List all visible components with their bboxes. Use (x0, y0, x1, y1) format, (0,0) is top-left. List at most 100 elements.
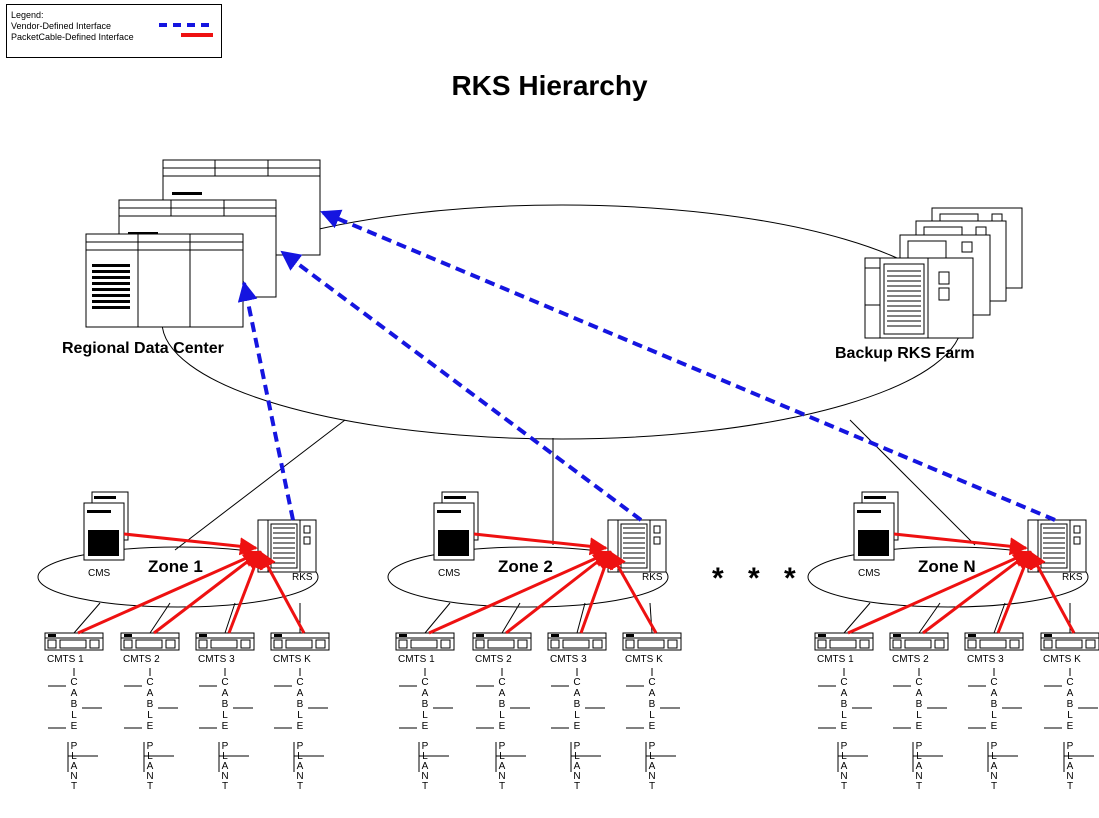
rks-server-button (653, 525, 661, 534)
backup-server-1 (864, 257, 974, 339)
cms-server-slot (864, 496, 886, 499)
cmts-label: CMTS K (625, 654, 663, 665)
cmts-ring-link (149, 602, 171, 634)
cmts-led (818, 634, 826, 637)
cms-server-slot (444, 496, 466, 499)
cmts-device (120, 632, 180, 651)
cmts-ring-link (501, 602, 521, 634)
cmts-port (817, 639, 827, 649)
vendor-link-zoneN-rks (320, 209, 1056, 522)
plant-label: PLANT (1066, 741, 1074, 792)
cmts-port (89, 639, 100, 649)
cmts-port (517, 639, 528, 649)
zone-2 (387, 491, 682, 772)
cable-label: CABLE (648, 677, 656, 732)
rks-server-button (303, 536, 311, 545)
cmts-led (968, 634, 976, 637)
legend-box: Legend: Vendor-Defined Interface PacketC… (6, 4, 222, 58)
plant-label: PLANT (573, 741, 581, 792)
cmts-label: CMTS 3 (198, 654, 235, 665)
cmts-port (967, 639, 977, 649)
cmts-label: CMTS 3 (550, 654, 587, 665)
packetcable-link-cmts-rks (258, 550, 306, 634)
cmts-led (48, 634, 56, 637)
zone-label: Zone N (918, 557, 976, 576)
cmts-device (622, 632, 682, 651)
cable-label: CABLE (146, 677, 154, 732)
zone-label: Zone 2 (498, 557, 553, 576)
plant-label: PLANT (70, 741, 78, 792)
cmts-port (47, 639, 57, 649)
cmts-port (859, 639, 870, 649)
cable-label: CABLE (421, 677, 429, 732)
cmts-ring-link (993, 602, 1006, 634)
legend-swatches (159, 23, 213, 37)
plant-label: PLANT (146, 741, 154, 792)
cmts-led (199, 634, 207, 637)
cmts-port (904, 639, 932, 649)
cmts-label: CMTS 2 (892, 654, 929, 665)
packetcable-link-cmts-rks (1028, 550, 1076, 634)
cmts-label: CMTS 1 (398, 654, 435, 665)
cmts-led (124, 634, 132, 637)
packetcable-link-cms-rks (893, 532, 1028, 556)
cmts-port (1009, 639, 1020, 649)
cmts-label: CMTS 2 (475, 654, 512, 665)
cmts-port (135, 639, 163, 649)
vendor-link-zone2-rks (280, 250, 643, 522)
cmts-led (476, 634, 484, 637)
backup-rks-farm (864, 207, 1023, 339)
rks-label: RKS (1062, 572, 1083, 583)
rdc-server-front (85, 233, 244, 328)
cmts-port (829, 639, 857, 649)
regional-data-center-label: Regional Data Center (62, 340, 224, 357)
cmts-device (889, 632, 949, 651)
cmts-device (270, 632, 330, 651)
cmts-port (410, 639, 438, 649)
packetcable-link-cmts-rks (428, 550, 612, 635)
rks-server-panel (270, 523, 298, 569)
cms-server-slot (94, 496, 116, 499)
cmts-label: CMTS 2 (123, 654, 160, 665)
cmts-port (475, 639, 485, 649)
cmts-port (165, 639, 176, 649)
legend-title: Legend: (11, 10, 44, 20)
regional-data-center (85, 159, 321, 328)
packetcable-link-cmts-rks (153, 550, 262, 635)
plant-label: PLANT (498, 741, 506, 792)
packetcable-link-cmts-rks (922, 550, 1032, 635)
cmts-device (44, 632, 104, 651)
cmts-port (198, 639, 208, 649)
rks-server-button (303, 525, 311, 534)
cmts-ring-link (649, 602, 653, 634)
plant-label: PLANT (840, 741, 848, 792)
cable-label: CABLE (498, 677, 506, 732)
backbone-link-zone1 (174, 419, 346, 551)
cms-label: CMS (858, 568, 881, 579)
cmts-port (285, 639, 313, 649)
cable-label: CABLE (70, 677, 78, 732)
packetcable-link-cmts-rks (227, 550, 263, 634)
cmts-label: CMTS 1 (47, 654, 84, 665)
rks-server-button (1073, 536, 1081, 545)
cmts-label: CMTS K (273, 654, 311, 665)
cmts-device (964, 632, 1024, 651)
cmts-ring-link (843, 602, 871, 634)
plant-label: PLANT (915, 741, 923, 792)
cmts-port (979, 639, 1007, 649)
cmts-led (399, 634, 407, 637)
cable-label: CABLE (840, 677, 848, 732)
cmts-ring-link (73, 602, 101, 634)
cmts-port (592, 639, 603, 649)
cmts-port (667, 639, 678, 649)
cms-label: CMS (438, 568, 461, 579)
cmts-port (562, 639, 590, 649)
packetcable-link-cms-rks (473, 532, 608, 556)
cmts-port (550, 639, 560, 649)
page-title: RKS Hierarchy (451, 70, 648, 101)
cmts-port (440, 639, 451, 649)
packetcable-link-cmts-rks (608, 550, 658, 634)
cms-server-panel (438, 530, 469, 556)
cmts-port (1085, 639, 1096, 649)
